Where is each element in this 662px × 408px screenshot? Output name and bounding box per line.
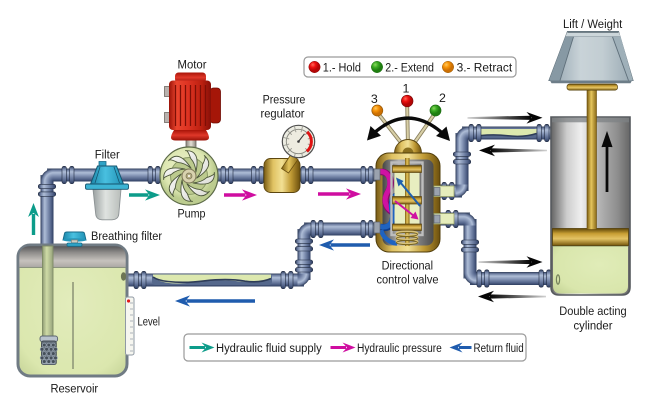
svg-text:Hydraulic fluid supply: Hydraulic fluid supply — [216, 341, 322, 355]
svg-text:3.- Retract: 3.- Retract — [457, 60, 513, 74]
svg-text:Breathing filter: Breathing filter — [91, 229, 162, 243]
svg-text:Pump: Pump — [178, 206, 206, 220]
svg-text:3: 3 — [371, 92, 378, 106]
svg-text:Return fluid: Return fluid — [474, 341, 524, 355]
svg-text:Directional: Directional — [382, 258, 433, 272]
svg-text:Pressure: Pressure — [263, 92, 306, 106]
svg-text:regulator: regulator — [261, 106, 305, 120]
svg-text:2.- Extend: 2.- Extend — [385, 60, 434, 74]
svg-text:1: 1 — [403, 82, 410, 96]
svg-text:Level: Level — [138, 315, 161, 329]
svg-text:1.- Hold: 1.- Hold — [323, 60, 361, 74]
svg-text:control valve: control valve — [377, 273, 439, 287]
svg-text:Double acting: Double acting — [559, 304, 626, 318]
svg-text:Lift / Weight: Lift / Weight — [563, 17, 623, 31]
svg-text:2: 2 — [439, 91, 446, 105]
svg-text:Hydraulic pressure: Hydraulic pressure — [357, 341, 442, 355]
svg-text:Reservoir: Reservoir — [50, 382, 98, 396]
svg-text:Motor: Motor — [178, 58, 207, 72]
svg-text:Filter: Filter — [95, 147, 120, 161]
svg-text:cylinder: cylinder — [574, 319, 613, 333]
